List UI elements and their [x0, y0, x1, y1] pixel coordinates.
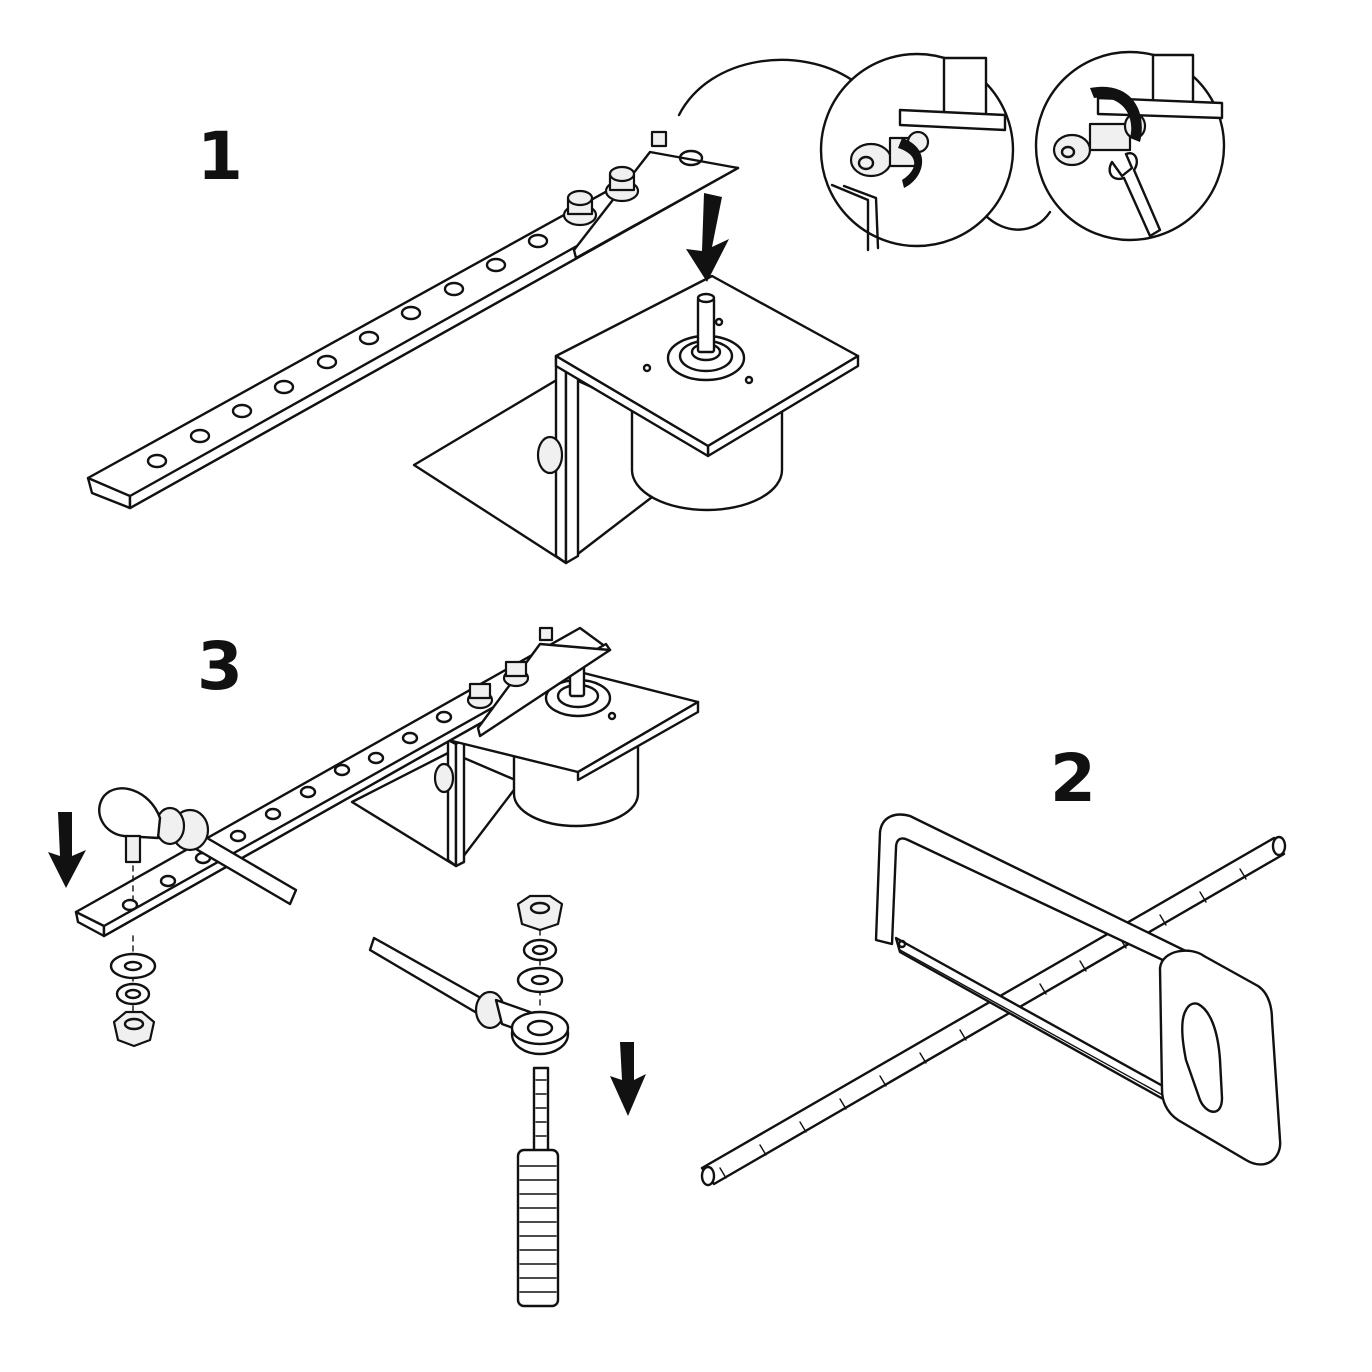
step3-rod-end	[368, 936, 570, 1056]
step3-bracket	[350, 648, 700, 868]
detail-callout-line	[677, 58, 854, 117]
step-number-1: 1	[197, 118, 243, 195]
step-number-2: 2	[1050, 740, 1096, 817]
detail-allen-key	[819, 52, 1015, 252]
step3-hardware-stack-left	[109, 935, 157, 1048]
arm-bolts	[562, 130, 668, 227]
lock-washer-icon	[522, 938, 558, 962]
step3-threaded-stud	[516, 1066, 560, 1308]
rotate-arrow-icon	[898, 138, 923, 188]
detail-wrench	[1034, 50, 1226, 242]
step-number-3: 3	[197, 628, 243, 705]
step3-hardware-stack-right	[516, 894, 564, 1011]
step3-right-down-arrow	[610, 1042, 646, 1116]
step3-left-down-arrow	[48, 812, 86, 888]
step2-hacksaw	[874, 813, 1282, 1166]
washer-icon	[109, 952, 157, 980]
step2-threaded-rod	[700, 835, 1287, 1187]
washer-icon	[516, 966, 564, 994]
step1-down-arrow	[686, 193, 729, 282]
lock-washer-icon	[115, 982, 151, 1006]
step3-rod-with-ball-joint	[98, 787, 298, 906]
arm-holes	[146, 149, 704, 469]
rotate-arrow-icon	[1090, 86, 1142, 142]
step1-bracket	[412, 274, 860, 565]
step1-arm-plate	[86, 130, 740, 510]
